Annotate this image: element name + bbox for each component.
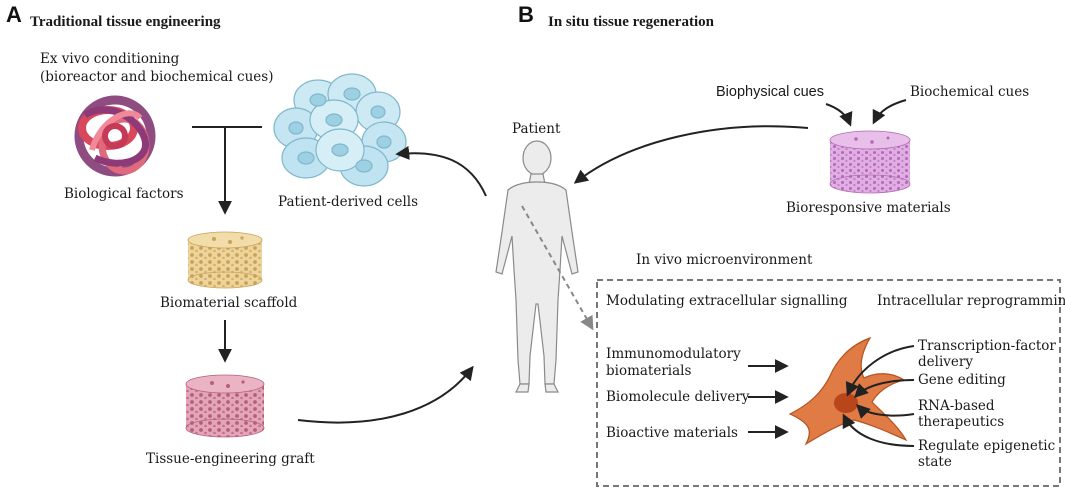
right-item-1-line1: Transcription-factor: [918, 338, 1056, 354]
right-item-4-line2: state: [918, 454, 952, 470]
patient-figure-icon: [495, 140, 579, 393]
arrow-transcription-factor: [845, 345, 915, 397]
arrow-biophysical-cues: [825, 103, 853, 127]
panel-a-letter: A: [6, 2, 22, 27]
arrow-materials-to-patient: [573, 125, 809, 184]
left-item-1-line2: biomaterials: [606, 363, 691, 379]
extracellular-heading: Modulating extracellular signalling: [606, 293, 848, 309]
arrow-rna-therapeutics: [856, 404, 915, 419]
conditioning-label-line2: (bioreactor and biochemical cues): [40, 69, 274, 85]
arrow-patient-to-cells: [395, 145, 487, 197]
left-item-2: Biomolecule delivery: [606, 389, 750, 405]
left-item-1-line1: Immunomodulatory: [606, 346, 741, 362]
right-item-3-line1: RNA-based: [918, 398, 995, 414]
tissue-engineering-graft-icon: [185, 374, 265, 438]
patient-derived-cells-icon: [273, 73, 407, 187]
microenvironment-label: In vivo microenvironment: [636, 252, 813, 268]
panel-b-letter: B: [518, 2, 534, 27]
arrow-gene-editing: [854, 379, 915, 398]
biomaterial-scaffold-icon: [187, 231, 263, 289]
biological-factors-label: Biological factors: [64, 186, 184, 202]
patient-label: Patient: [512, 121, 561, 137]
panel-a-title: Traditional tissue engineering: [30, 14, 221, 30]
biomaterial-scaffold-label: Biomaterial scaffold: [160, 295, 298, 311]
patient-derived-cells-label: Patient-derived cells: [278, 194, 418, 210]
biophysical-cues-label: Biophysical cues: [716, 84, 824, 100]
tissue-engineering-graft-label: Tissue-engineering graft: [146, 451, 315, 467]
arrow-biochemical-cues: [872, 99, 907, 125]
biological-factors-icon: [74, 95, 156, 177]
dashed-arrow-to-microenvironment: [521, 205, 594, 331]
arrow-graft-to-patient: [297, 365, 474, 424]
right-item-3-line2: therapeutics: [918, 414, 1004, 430]
intracellular-heading: Intracellular reprogramming: [877, 293, 1065, 309]
right-item-2: Gene editing: [918, 372, 1006, 388]
conditioning-label-line1: Ex vivo conditioning: [40, 51, 180, 67]
bioresponsive-materials-icon: [829, 130, 911, 194]
biochemical-cues-label: Biochemical cues: [910, 84, 1029, 100]
arrow-epigenetic: [842, 413, 915, 447]
right-item-4-line1: Regulate epigenetic: [918, 438, 1055, 454]
left-item-3: Bioactive materials: [606, 425, 738, 441]
right-item-1-line2: delivery: [918, 354, 973, 370]
microenvironment-box: [596, 279, 1061, 487]
bioresponsive-materials-label: Bioresponsive materials: [786, 200, 951, 216]
panel-b-title: In situ tissue regeneration: [548, 14, 715, 30]
